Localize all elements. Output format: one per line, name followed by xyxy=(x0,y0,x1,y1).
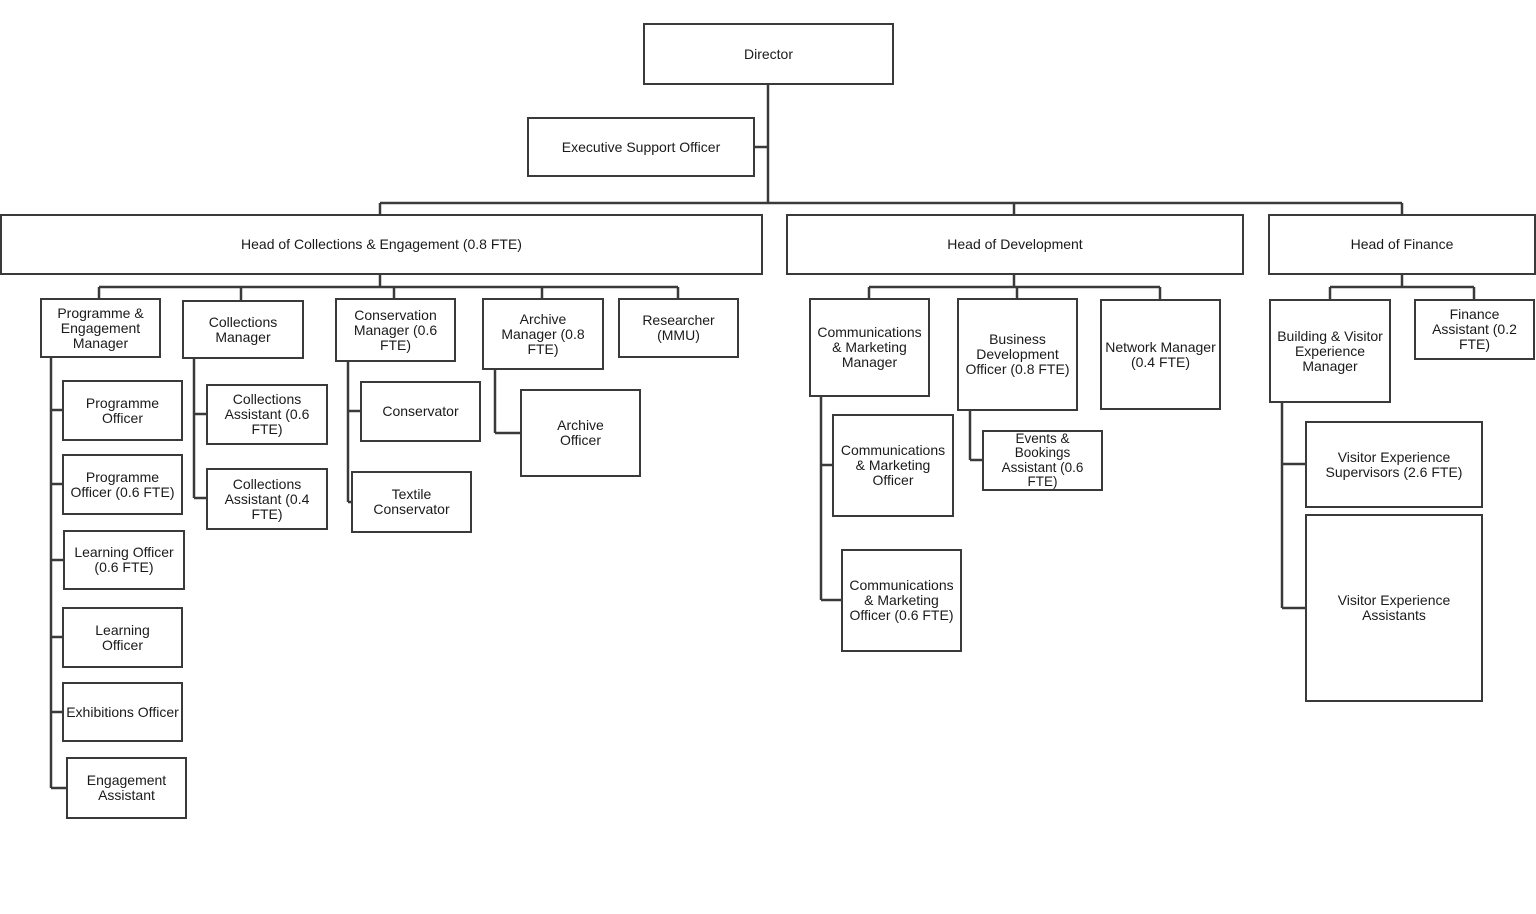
textile-conservator-box: Textile Conservator xyxy=(351,471,472,533)
collections-assistant-04-box: Collections Assistant (0.4 FTE) xyxy=(206,468,328,530)
researcher-box: Researcher (MMU) xyxy=(618,298,739,358)
learning-officer-box: Learning Officer xyxy=(62,607,183,668)
communications-marketing-officer-box: Communications & Marketing Officer xyxy=(832,414,954,517)
programme-officer-box: Programme Officer xyxy=(62,380,183,441)
building-visitor-experience-manager-box: Building & Visitor Experience Manager xyxy=(1269,299,1391,403)
business-development-officer-box: Business Development Officer (0.8 FTE) xyxy=(957,298,1078,411)
head-collections-engagement-box: Head of Collections & Engagement (0.8 FT… xyxy=(0,214,763,275)
exhibitions-officer-box: Exhibitions Officer xyxy=(62,682,183,742)
communications-marketing-officer-part-time-box: Communications & Marketing Officer (0.6 … xyxy=(841,549,962,652)
executive-support-officer-box: Executive Support Officer xyxy=(527,117,755,177)
archive-officer-box: Archive Officer xyxy=(520,389,641,477)
events-bookings-assistant-box: Events & Bookings Assistant (0.6 FTE) xyxy=(982,430,1103,491)
director-box: Director xyxy=(643,23,894,85)
visitor-experience-assistants-box: Visitor Experience Assistants xyxy=(1305,514,1483,702)
conservation-manager-box: Conservation Manager (0.6 FTE) xyxy=(335,298,456,362)
engagement-assistant-box: Engagement Assistant xyxy=(66,757,187,819)
network-manager-box: Network Manager (0.4 FTE) xyxy=(1100,299,1221,410)
visitor-experience-supervisors-box: Visitor Experience Supervisors (2.6 FTE) xyxy=(1305,421,1483,508)
collections-manager-box: Collections Manager xyxy=(182,300,304,359)
programme-engagement-manager-box: Programme & Engagement Manager xyxy=(40,298,161,358)
archive-manager-box: Archive Manager (0.8 FTE) xyxy=(482,298,604,370)
collections-assistant-06-box: Collections Assistant (0.6 FTE) xyxy=(206,384,328,445)
communications-marketing-manager-box: Communications & Marketing Manager xyxy=(809,298,930,397)
finance-assistant-box: Finance Assistant (0.2 FTE) xyxy=(1414,299,1535,360)
learning-officer-part-time-box: Learning Officer (0.6 FTE) xyxy=(63,530,185,590)
programme-officer-part-time-box: Programme Officer (0.6 FTE) xyxy=(62,454,183,515)
conservator-box: Conservator xyxy=(360,381,481,442)
head-development-box: Head of Development xyxy=(786,214,1244,275)
head-finance-box: Head of Finance xyxy=(1268,214,1536,275)
